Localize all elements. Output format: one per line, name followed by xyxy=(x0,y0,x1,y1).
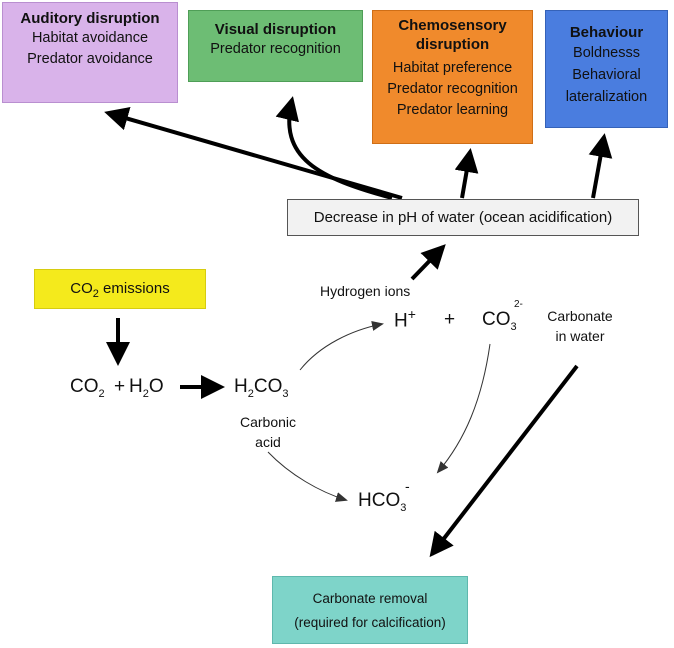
behaviour-box: Behaviour Boldnesss Behavioral lateraliz… xyxy=(545,10,668,128)
plus-sign-2: + xyxy=(444,309,456,330)
carbonate-removal-box: Carbonate removal (required for calcific… xyxy=(272,576,468,644)
carbonic-acid-line-1: Carbonic xyxy=(239,414,297,430)
formula-co2: CO2 xyxy=(70,376,105,400)
h2co3-sub2: 3 xyxy=(282,387,289,400)
carbonate-removal-line-2: (required for calcification) xyxy=(294,615,446,630)
auditory-title: Auditory disruption xyxy=(20,10,160,27)
auditory-line-1: Habitat avoidance xyxy=(31,30,149,46)
hco3-sub: 3 xyxy=(400,501,407,514)
arrow-to-auditory xyxy=(104,107,403,200)
co2-sub: 2 xyxy=(98,387,105,400)
co2-main: CO xyxy=(70,376,99,397)
co2-emissions-label: emissions xyxy=(98,280,170,297)
chemo-title-2: disruption xyxy=(415,36,490,53)
co2-emissions-sub: 2 xyxy=(92,288,99,300)
chemo-line-1: Habitat preference xyxy=(392,60,513,76)
co3-charge: 2- xyxy=(514,299,523,310)
h-sup: + xyxy=(407,306,416,322)
behaviour-line-1: Boldnesss xyxy=(573,45,640,61)
arrow-hplus-to-ph xyxy=(410,244,446,281)
arrow-acid-to-hco3 xyxy=(267,451,348,502)
carbonate-in-water-line-2: in water xyxy=(555,328,605,344)
co2-emissions-co: CO xyxy=(70,280,93,297)
formula-co3: CO3 xyxy=(482,309,517,333)
arrow-to-behaviour xyxy=(588,133,613,199)
hydrogen-ions-label: Hydrogen ions xyxy=(320,283,411,299)
h2co3-h: H xyxy=(234,376,248,397)
co2-emissions-box: CO2 emissions xyxy=(34,269,206,309)
co3-main: CO xyxy=(482,309,511,330)
ph-decrease-box: Decrease in pH of water (ocean acidifica… xyxy=(287,199,639,236)
h-main: H xyxy=(394,310,408,332)
formula-h2o: H2O xyxy=(129,376,164,400)
behaviour-title: Behaviour xyxy=(569,24,644,41)
carbonic-acid-line-2: acid xyxy=(255,434,281,450)
arrow-to-carbonate-removal xyxy=(429,364,579,558)
h2co3-co: CO xyxy=(253,376,283,397)
formula-h2co3: H2CO3 xyxy=(234,376,288,400)
formula-hco3: HCO3 xyxy=(358,490,406,514)
carbonate-removal-line-1: Carbonate removal xyxy=(312,591,428,606)
hco3-main: HCO xyxy=(358,490,401,511)
carbonate-in-water-label: Carbonate in water xyxy=(540,306,620,346)
visual-line-1: Predator recognition xyxy=(210,41,341,57)
hco3-charge: - xyxy=(405,478,410,494)
visual-disruption-box: Visual disruption Predator recognition xyxy=(188,10,363,82)
arrow-to-chemosensory xyxy=(454,148,479,199)
chemosensory-disruption-box: Chemosensory disruption Habitat preferen… xyxy=(372,10,533,144)
behaviour-line-3: lateralization xyxy=(565,89,648,105)
formula-h-plus: H+ xyxy=(394,306,416,332)
chemo-line-2: Predator recognition xyxy=(387,81,518,97)
co3-sub: 3 xyxy=(510,320,517,333)
arrow-to-visual xyxy=(275,96,393,200)
h2o-h: H xyxy=(129,376,143,397)
auditory-disruption-box: Auditory disruption Habitat avoidance Pr… xyxy=(2,2,178,103)
chemo-title-1: Chemosensory xyxy=(398,17,507,34)
h2o-o: O xyxy=(148,376,164,397)
behaviour-line-2: Behavioral xyxy=(572,67,641,83)
arrow-h2co3-to-hplus xyxy=(299,321,384,371)
chemo-line-3: Predator learning xyxy=(396,102,509,118)
plus-sign: + xyxy=(114,376,126,397)
h2co3-sub: 2 xyxy=(247,387,254,400)
auditory-line-2: Predator avoidance xyxy=(27,51,153,67)
carbonic-acid-label: Carbonic acid xyxy=(236,412,300,452)
arrow-co3-to-hco3 xyxy=(436,343,491,474)
h2o-sub: 2 xyxy=(142,387,149,400)
visual-title: Visual disruption xyxy=(214,21,337,38)
carbonate-in-water-line-1: Carbonate xyxy=(547,308,613,324)
